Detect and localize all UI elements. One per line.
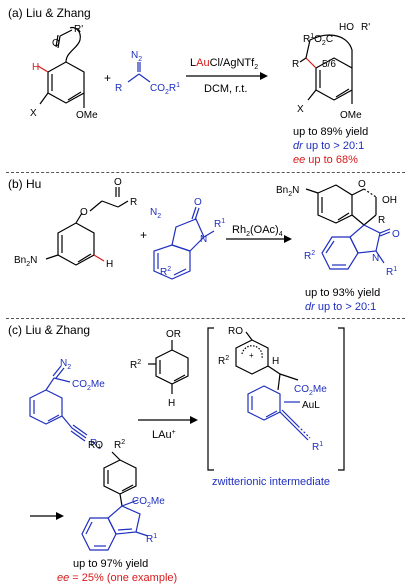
reactant-b2-O: O [194,197,202,208]
catalyst-b: Rh2(OAc)4 [232,224,283,238]
reactant-a2-CO2R: CO2R1 [150,82,180,96]
reactant-a2-N2: N2 [131,50,142,63]
section-a-title: (a) Liu & Zhang [8,6,91,20]
intermediate-structure [235,331,299,391]
reactant-b2-R1: R1 [214,218,225,230]
product-c-indene [81,499,149,551]
catalyst-a: LAuCl/AgNTf2 [190,57,258,71]
intermediate-label: zwitterionic intermediate [212,476,330,488]
product-b-R1: R1 [386,266,397,278]
product-b-oxindole [321,224,391,270]
reactant-c2-R2: R2 [130,359,141,371]
reaction-arrow-c [138,416,198,424]
reactant-b1-Bn2N: Bn2N [14,255,37,268]
scheme-a-svg: O R' H X OMe + N2 R CO2R1 LAuCl/AgNTf2 D… [30,22,370,121]
reaction-arrow-c2 [30,512,64,520]
reactant-c1-R1: R1 [90,438,101,451]
reactant-b2-R2: R2 [160,266,171,278]
section-b-title: (b) Hu [8,177,42,191]
product-a-structure [299,34,353,104]
reaction-arrow-a [186,72,268,80]
reactant-a1-OMe: OMe [76,110,98,121]
intermediate-CO2Me: CO2Me [294,384,327,397]
reactant-a1-X: X [30,108,37,119]
product-a-ester: R1O2C [303,33,333,47]
conditions-a: DCM, r.t. [204,83,247,95]
reactant-c2-OR: OR [166,329,181,340]
product-a-ring-size: 5/6 [322,59,336,70]
intermediate-R1: R1 [312,441,323,453]
product-c-R1: R1 [146,533,157,545]
product-c-CO2Me: CO2Me [132,496,165,509]
result-c-yield: up to 97% yield [73,558,149,570]
reactant-c2-H: H [168,398,175,409]
separator-b-c [6,318,405,319]
result-b-yield: up to 93% yield [305,287,381,299]
product-b-Bn2N: Bn2N [276,185,299,198]
product-c-aryl [103,451,137,507]
product-a-R: R [292,59,299,70]
reactant-b2-structure [153,206,215,280]
reactant-b1-R: R [130,197,137,208]
product-c-RO: RO [88,440,103,451]
intermediate-blue-part [247,385,311,441]
reactant-a2-structure [127,62,151,83]
intermediate-RO: RO [228,326,243,337]
reactant-a1-O: O [52,38,60,49]
result-a-ee: ee up to 68% [293,154,358,166]
reactant-a1-R: R' [74,24,83,35]
result-a-yield: up to 89% yield [293,126,369,138]
product-a-OMe: OMe [340,110,362,121]
scheme-b-svg: O O R H Bn2N + N2 O N R1 R2 Rh2(OAc)4 [14,177,400,280]
reactant-b2-N2: N2 [150,207,161,220]
result-b-dr: dr up to > 20:1 [305,301,377,313]
product-c-R2: R2 [114,439,125,451]
reactant-c1-N2: N2 [60,358,71,371]
product-b-structure [305,184,377,226]
product-b-O: O [358,179,366,190]
reaction-arrow-b [226,235,292,243]
reactant-a2-R: R [115,83,122,94]
intermediate-plus: + [249,351,254,360]
product-a-Rp: R' [361,22,370,33]
result-a-dr: dr up to > 20:1 [293,140,365,152]
reactant-b2-N: N [200,234,207,245]
reactant-b1-O2: O [80,207,88,218]
product-b-R: R [378,215,385,226]
result-c-ee: ee = 25% (one example) [57,572,178,584]
product-a-X: X [297,104,304,115]
reactant-b1-O: O [114,177,122,188]
reactant-a1-H: H [32,62,39,73]
separator-a-b [6,172,405,173]
plus-b: + [140,228,147,242]
intermediate-R2: R2 [218,355,229,367]
reactant-c2-structure [148,340,189,394]
plus-a: + [104,71,111,85]
scheme-c-svg: N2 CO2Me R1 OR R2 H LAu+ [29,326,345,551]
reactant-c1-CO2Me: CO2Me [72,379,105,392]
intermediate-AuL: AuL [302,400,320,411]
product-b-OH: OH [382,195,397,206]
section-c-title: (c) Liu & Zhang [8,323,91,337]
reactant-b1-structure [45,187,129,266]
product-a-HO: HO [339,22,354,33]
product-b-R2: R2 [304,250,315,262]
product-b-O2: O [392,229,400,240]
intermediate-brackets [207,327,345,471]
reactant-b1-H: H [106,259,113,270]
product-b-N: N [372,253,379,264]
reactant-c1-structure [29,365,88,442]
catalyst-c: LAu+ [152,429,176,441]
intermediate-H: H [272,356,279,367]
reactant-a1-structure [37,26,85,108]
